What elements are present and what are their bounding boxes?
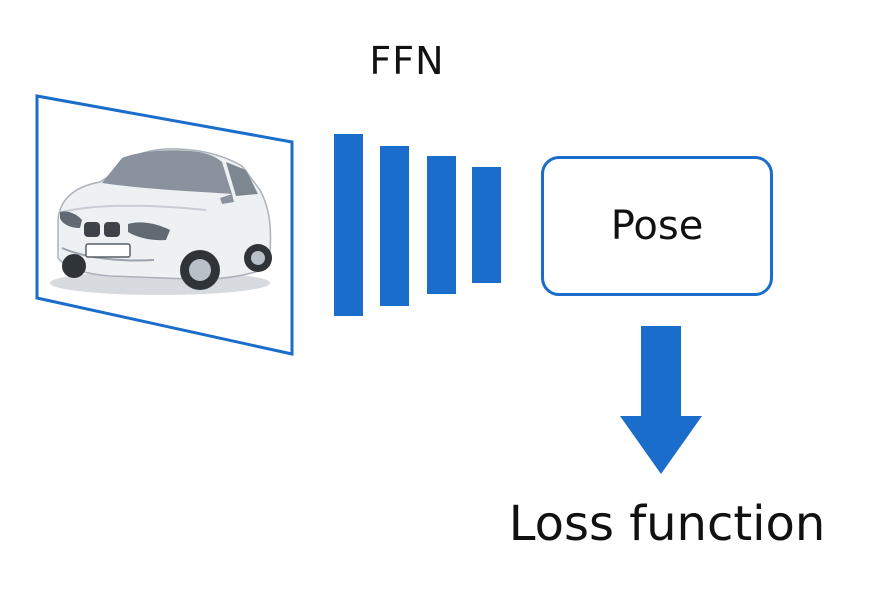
ffn-layer-3	[427, 156, 456, 294]
loss-function-label: Loss function	[508, 496, 826, 552]
input-image-frame	[35, 94, 294, 356]
pose-label: Pose	[610, 203, 704, 249]
pose-box: Pose	[541, 156, 773, 296]
down-arrow-icon	[620, 326, 702, 474]
ffn-layers	[334, 134, 501, 316]
ffn-layer-4	[472, 167, 501, 283]
car-photo	[50, 148, 272, 295]
ffn-label: FFN	[369, 39, 445, 83]
ffn-layer-1	[334, 134, 363, 316]
ffn-layer-2	[380, 146, 409, 306]
